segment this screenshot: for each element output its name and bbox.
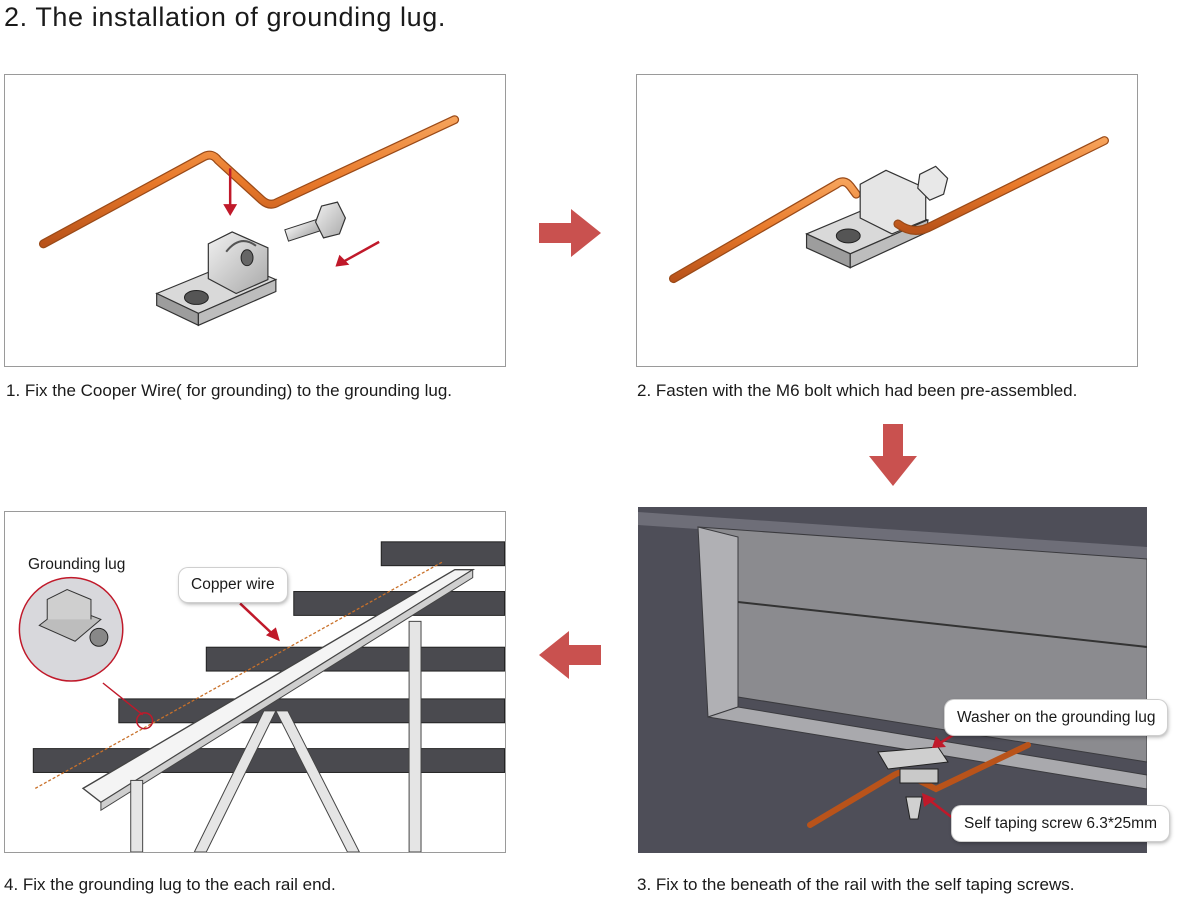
step2-illustration — [636, 74, 1138, 367]
screw-callout: Self taping screw 6.3*25mm — [952, 806, 1169, 841]
flow-arrow-down-icon — [869, 424, 917, 486]
step4-caption: 4. Fix the grounding lug to the each rai… — [4, 875, 336, 894]
step1-caption: 1. Fix the Cooper Wire( for grounding) t… — [6, 381, 453, 400]
step4-illustration — [4, 511, 506, 853]
step1-illustration — [4, 74, 506, 367]
page-title: 2. The installation of grounding lug. — [4, 2, 446, 32]
grounding-lug-label: Grounding lug — [28, 556, 126, 573]
step2-caption: 2. Fasten with the M6 bolt which had bee… — [637, 381, 1078, 400]
step3-caption: 3. Fix to the beneath of the rail with t… — [637, 875, 1075, 894]
flow-arrow-right-icon — [539, 209, 601, 257]
copper-wire-callout: Copper wire — [179, 568, 287, 602]
step3-illustration — [638, 507, 1147, 853]
flow-arrow-left-icon — [539, 631, 601, 679]
washer-callout: Washer on the grounding lug — [945, 700, 1168, 735]
